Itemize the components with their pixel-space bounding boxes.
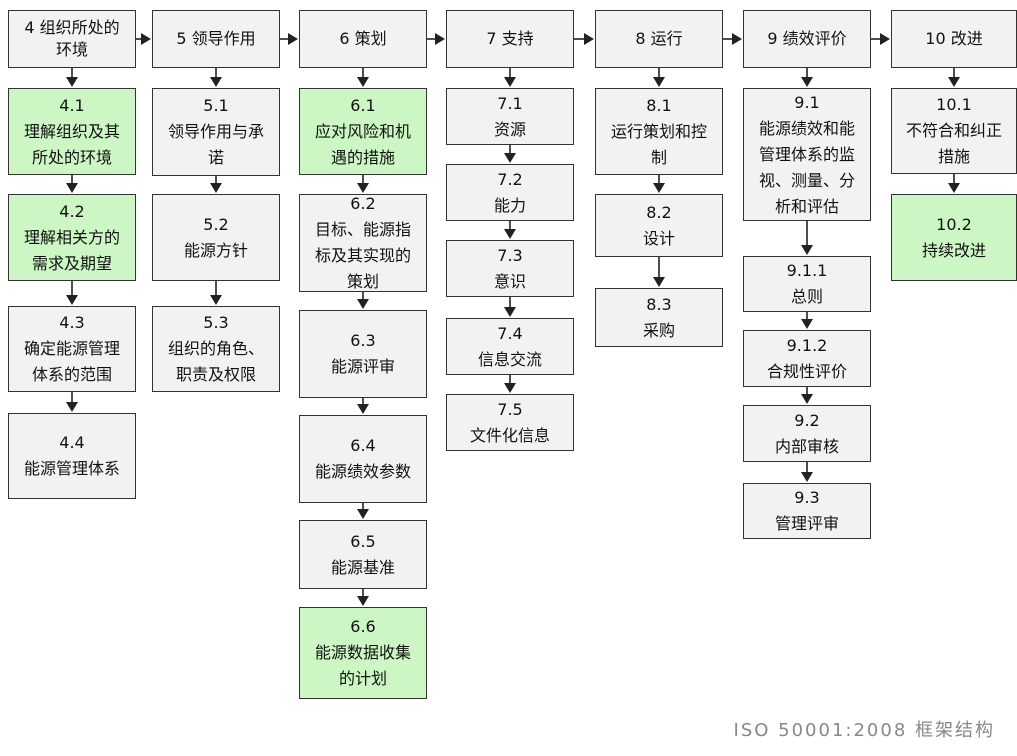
- clause-box-0-0: 4.1 理解组织及其 所处的环境: [8, 88, 136, 175]
- clause-box-4-2: 8.3 采购: [595, 288, 723, 347]
- down-arrow-0-3: [66, 392, 78, 412]
- down-arrow-2-3: [357, 398, 369, 414]
- down-arrow-5-0: [801, 68, 813, 87]
- clause-box-1-2: 5.3 组织的角色、 职责及权限: [152, 306, 280, 392]
- down-arrow-5-2: [801, 312, 813, 329]
- right-arrow-5: [871, 33, 890, 45]
- clause-box-5-1: 9.1.1 总则: [743, 256, 871, 312]
- right-arrow-3: [574, 33, 594, 45]
- down-arrow-5-4: [801, 462, 813, 482]
- down-arrow-4-0: [653, 68, 665, 87]
- down-arrow-5-1: [801, 221, 813, 255]
- down-arrow-2-4: [357, 503, 369, 519]
- clause-box-4-1: 8.2 设计: [595, 194, 723, 257]
- down-arrow-0-0: [66, 68, 78, 87]
- down-arrow-1-1: [210, 176, 222, 193]
- column-header-4: 8 运行: [595, 10, 723, 68]
- clause-box-0-2: 4.3 确定能源管理 体系的范围: [8, 306, 136, 392]
- clause-box-3-1: 7.2 能力: [446, 164, 574, 221]
- column-header-6: 10 改进: [891, 10, 1017, 68]
- down-arrow-5-3: [801, 387, 813, 404]
- down-arrow-0-2: [66, 281, 78, 305]
- clause-box-3-2: 7.3 意识: [446, 240, 574, 297]
- clause-box-1-1: 5.2 能源方针: [152, 194, 280, 281]
- down-arrow-3-4: [504, 375, 516, 393]
- column-header-2: 6 策划: [299, 10, 427, 68]
- right-arrow-1: [280, 33, 298, 45]
- column-header-5: 9 绩效评价: [743, 10, 871, 68]
- clause-box-3-0: 7.1 资源: [446, 88, 574, 145]
- right-arrow-4: [723, 33, 742, 45]
- diagram-caption: ISO 50001:2008 框架结构: [733, 720, 995, 741]
- down-arrow-2-5: [357, 589, 369, 606]
- down-arrow-6-1: [948, 174, 960, 193]
- clause-box-0-3: 4.4 能源管理体系: [8, 413, 136, 499]
- clause-box-5-2: 9.1.2 合规性评价: [743, 330, 871, 387]
- down-arrow-3-2: [504, 221, 516, 239]
- clause-box-5-3: 9.2 内部审核: [743, 405, 871, 462]
- down-arrow-1-2: [210, 281, 222, 305]
- clause-box-3-3: 7.4 信息交流: [446, 318, 574, 375]
- clause-box-2-1: 6.2 目标、能源指 标及其实现的 策划: [299, 194, 427, 292]
- down-arrow-2-1: [357, 175, 369, 193]
- clause-box-4-0: 8.1 运行策划和控 制: [595, 88, 723, 175]
- clause-box-0-1: 4.2 理解相关方的 需求及期望: [8, 194, 136, 281]
- clause-box-2-0: 6.1 应对风险和机 遇的措施: [299, 88, 427, 175]
- down-arrow-2-2: [357, 292, 369, 309]
- column-header-3: 7 支持: [446, 10, 574, 68]
- down-arrow-0-1: [66, 175, 78, 193]
- down-arrow-4-2: [653, 257, 665, 287]
- down-arrow-4-1: [653, 175, 665, 193]
- down-arrow-3-1: [504, 145, 516, 163]
- clause-box-1-0: 5.1 领导作用与承 诺: [152, 88, 280, 176]
- clause-box-5-0: 9.1 能源绩效和能 管理体系的监 视、测量、分 析和评估: [743, 88, 871, 221]
- clause-box-3-4: 7.5 文件化信息: [446, 394, 574, 451]
- down-arrow-3-0: [504, 68, 516, 87]
- column-header-1: 5 领导作用: [152, 10, 280, 68]
- clause-box-2-5: 6.6 能源数据收集 的计划: [299, 607, 427, 699]
- down-arrow-2-0: [357, 68, 369, 87]
- down-arrow-1-0: [210, 68, 222, 87]
- clause-box-2-4: 6.5 能源基准: [299, 520, 427, 589]
- clause-box-5-4: 9.3 管理评审: [743, 483, 871, 539]
- clause-box-6-0: 10.1 不符合和纠正 措施: [891, 88, 1017, 174]
- right-arrow-2: [427, 33, 445, 45]
- down-arrow-6-0: [948, 68, 960, 87]
- clause-box-6-1: 10.2 持续改进: [891, 194, 1017, 281]
- clause-box-2-3: 6.4 能源绩效参数: [299, 415, 427, 503]
- down-arrow-3-3: [504, 297, 516, 317]
- column-header-0: 4 组织所处的 环境: [8, 10, 136, 68]
- clause-box-2-2: 6.3 能源评审: [299, 310, 427, 398]
- right-arrow-0: [136, 33, 151, 45]
